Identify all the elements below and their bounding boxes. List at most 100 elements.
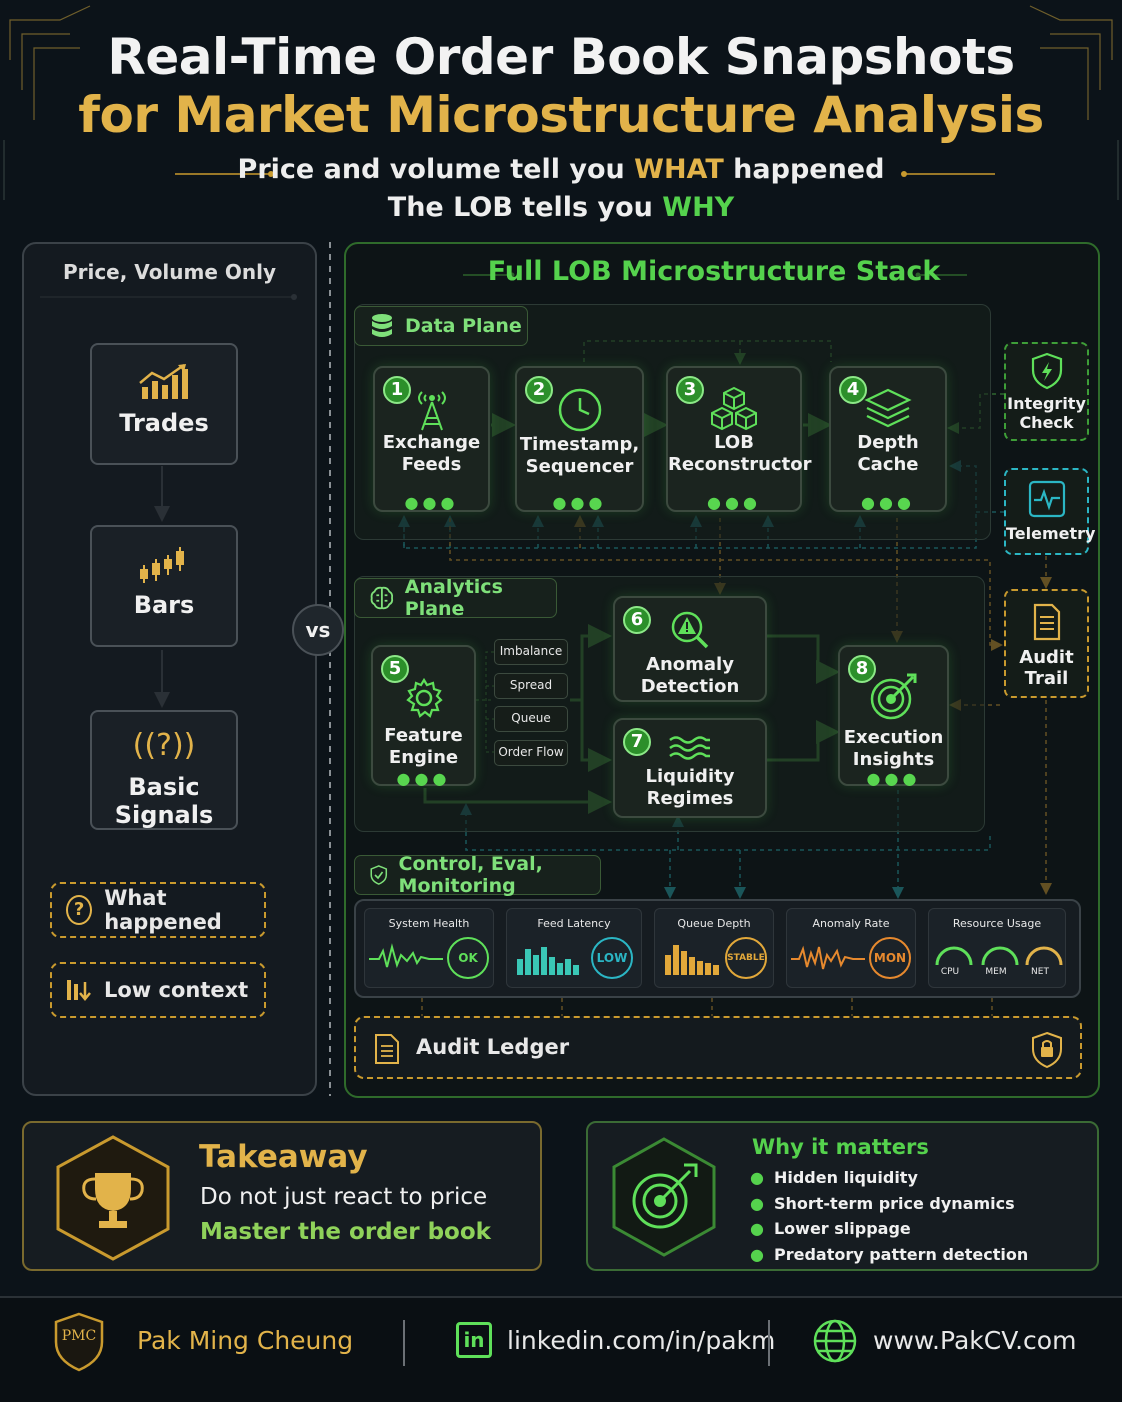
subtitle-what: WHAT [634, 154, 724, 185]
brain-icon [370, 586, 394, 610]
card-label: Resource Usage [952, 917, 1042, 930]
node-execution-insights: 8 Execution Insights ●●● [838, 645, 949, 788]
node-liquidity-regimes: 7 Liquidity Regimes [613, 718, 767, 818]
node-label-l1: Depth [857, 432, 919, 453]
node-label-l2: Feeds [401, 454, 462, 475]
card-label: Feed Latency [537, 917, 611, 930]
analytics-plane-label: Analytics Plane [404, 576, 503, 620]
data-plane-tag: Data Plane [354, 306, 528, 346]
feature-imbalance: Imbalance [494, 639, 568, 665]
node-label-l1: Exchange [382, 432, 481, 453]
subtitle-text-2: The LOB tells you [387, 192, 663, 223]
takeaway-title: Takeaway [199, 1139, 368, 1175]
status-badge: MON [869, 937, 911, 979]
website-link[interactable]: www.PakCV.com [873, 1326, 1077, 1355]
layers-icon [864, 388, 912, 428]
control-tag: Control, Eval, Monitoring [354, 853, 601, 897]
takeaway-panel: Takeaway Do not just react to price Mast… [22, 1121, 542, 1271]
bars-box: Bars [90, 525, 238, 647]
author-name: Pak Ming Cheung [137, 1326, 354, 1355]
card-label: System Health [388, 917, 470, 930]
node-number: 7 [623, 728, 651, 756]
node-label-l2: Engine [388, 747, 459, 768]
audit-trail-label-l1: Audit [1019, 647, 1074, 668]
gauges-icon [935, 946, 1063, 966]
why-list-item: ●Lower slippage [750, 1219, 911, 1238]
subtitle-text: Price and volume tell you [237, 154, 635, 185]
basic-signals-box: ((?)) Basic Signals [90, 710, 238, 830]
takeaway-line1: Do not just react to price [200, 1184, 488, 1210]
gauge-label-mem: MEM [985, 967, 1007, 977]
anomaly-wave-icon [791, 945, 865, 970]
subtitle-why: WHY [662, 192, 735, 223]
node-timestamp-sequencer: 2 Timestamp, Sequencer ●●● [515, 366, 644, 512]
node-label-l1: Timestamp, [519, 434, 640, 455]
integrity-label-l1: Integrity [1007, 394, 1086, 413]
why-it-matters-panel: Why it matters ●Hidden liquidity ●Short-… [586, 1121, 1099, 1271]
antenna-icon [417, 391, 446, 431]
waves-icon [669, 736, 710, 760]
data-plane-label: Data Plane [405, 315, 522, 337]
node-label-l1: LOB [714, 432, 754, 453]
monitor-pulse-icon [1028, 480, 1065, 518]
card-system-health: System Health OK [364, 908, 494, 988]
page-title-line1: Real-Time Order Book Snapshots [107, 28, 1015, 86]
subtitle-line2: The LOB tells you WHY [0, 192, 1122, 223]
bar-chart-icon [139, 363, 188, 399]
node-number: 5 [381, 655, 409, 683]
node-number: 2 [525, 376, 553, 404]
status-dots: ●●● [396, 769, 451, 788]
low-context-label: Low context [104, 978, 249, 1002]
node-feature-engine: 5 Feature Engine ●●● [371, 645, 476, 788]
feature-spread: Spread [494, 673, 568, 699]
status-dots: ●●● [404, 493, 459, 512]
subtitle-line1: Price and volume tell you WHAT happened [0, 154, 1122, 185]
integrity-check-box: Integrity Check [1004, 342, 1089, 441]
node-label-l1: Anomaly [646, 654, 734, 675]
card-label: Anomaly Rate [812, 917, 890, 930]
feature-order-flow: Order Flow [494, 740, 568, 766]
node-number: 6 [623, 606, 651, 634]
linkedin-link[interactable]: linkedin.com/in/pakm [507, 1326, 776, 1355]
why-list-item: ●Short-term price dynamics [750, 1193, 1015, 1213]
status-dots: ●●● [707, 493, 761, 512]
trades-label: Trades [119, 409, 209, 437]
left-panel-header: Price, Volume Only [62, 260, 277, 284]
linkedin-icon: in [456, 1322, 492, 1358]
low-bars-icon [67, 980, 91, 1001]
why-list-item: ●Predatory pattern detection [750, 1244, 1029, 1264]
shield-check-icon [370, 865, 388, 885]
status-dots: ●●● [552, 493, 607, 512]
why-list-item: ●Hidden liquidity [750, 1168, 918, 1187]
document-icon [1033, 603, 1060, 641]
node-number: 8 [848, 655, 876, 683]
target-hex-icon [612, 1137, 716, 1257]
analytics-plane-tag: Analytics Plane [354, 576, 557, 620]
node-label-l1: Liquidity [645, 766, 735, 787]
control-label: Control, Eval, Monitoring [398, 853, 543, 897]
gauge-label-cpu: CPU [940, 967, 960, 977]
status-dots: ●●● [866, 769, 921, 788]
node-number: 4 [839, 376, 867, 404]
node-number: 3 [676, 376, 704, 404]
status-badge: LOW [591, 937, 633, 979]
audit-trail-box: Audit Trail [1004, 589, 1089, 698]
card-anomaly-rate: Anomaly Rate MON [786, 908, 916, 988]
status-badge: STABLE [725, 937, 767, 979]
trophy-icon [56, 1135, 170, 1261]
feature-queue: Queue [494, 706, 568, 732]
subtitle-text-end: happened [723, 154, 885, 185]
trades-box: Trades [90, 343, 238, 465]
card-resource-usage: Resource Usage CPU MEM NET [928, 908, 1066, 988]
pmc-logo-icon [54, 1312, 104, 1372]
logo-text: PMC [61, 1328, 97, 1344]
bars-label: Bars [133, 591, 195, 619]
vs-badge: vs [292, 604, 344, 656]
card-feed-latency: Feed Latency LOW [506, 908, 642, 988]
node-label-l1: Feature [384, 725, 463, 746]
takeaway-line2: Master the order book [200, 1219, 491, 1245]
database-icon [372, 314, 392, 337]
node-label-l2: Insights [852, 749, 935, 770]
shield-icon [1031, 352, 1062, 390]
gauge-label-net: NET [1031, 967, 1049, 977]
